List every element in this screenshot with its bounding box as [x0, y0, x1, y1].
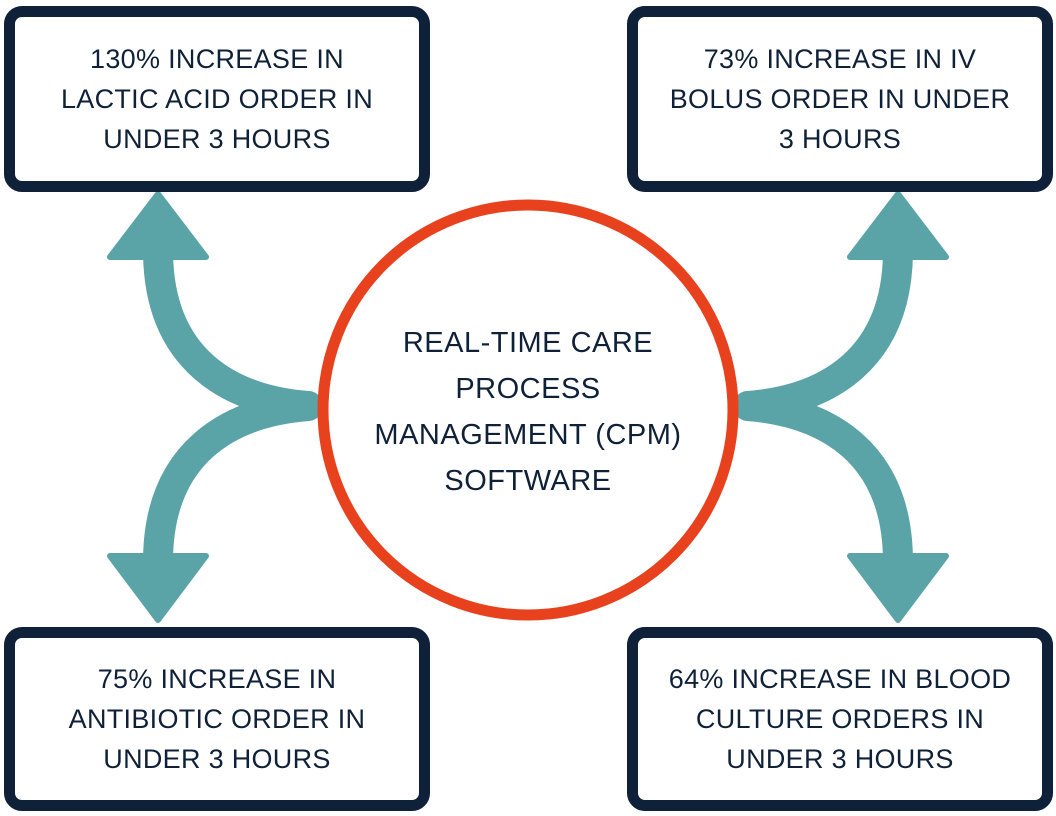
center-label: REAL-TIME CARE PROCESS MANAGEMENT (CPM) …: [374, 327, 682, 497]
arrow-shaft-top-left: [143, 235, 323, 421]
stat-box-top-right: 73% INCREASE IN IV BOLUS ORDER IN UNDER …: [627, 6, 1053, 192]
arrow-head-top-right: [847, 191, 949, 260]
stat-text-lactic-acid: 130% INCREASE IN LACTIC ACID ORDER IN UN…: [60, 44, 374, 154]
stat-text-antibiotic: 75% INCREASE IN ANTIBIOTIC ORDER IN UNDE…: [68, 664, 366, 774]
stat-text-iv-bolus: 73% INCREASE IN IV BOLUS ORDER IN UNDER …: [669, 44, 1011, 154]
arrow-head-bottom-left: [107, 553, 209, 623]
arrow-head-top-left: [107, 191, 209, 260]
arrow-head-bottom-right: [847, 553, 949, 623]
stat-box-bottom-left: 75% INCREASE IN ANTIBIOTIC ORDER IN UNDE…: [4, 627, 430, 811]
arrow-shaft-top-right: [733, 235, 913, 421]
arrow-shaft-bottom-left: [143, 391, 323, 577]
arrows-right: [733, 191, 949, 623]
stat-text-blood-culture: 64% INCREASE IN BLOOD CULTURE ORDERS IN …: [668, 664, 1012, 774]
arrows-left: [107, 191, 323, 623]
stat-box-top-left: 130% INCREASE IN LACTIC ACID ORDER IN UN…: [4, 6, 430, 192]
center-circle: [317, 199, 739, 621]
stat-box-bottom-right: 64% INCREASE IN BLOOD CULTURE ORDERS IN …: [627, 627, 1053, 811]
arrow-shaft-bottom-right: [733, 391, 913, 577]
